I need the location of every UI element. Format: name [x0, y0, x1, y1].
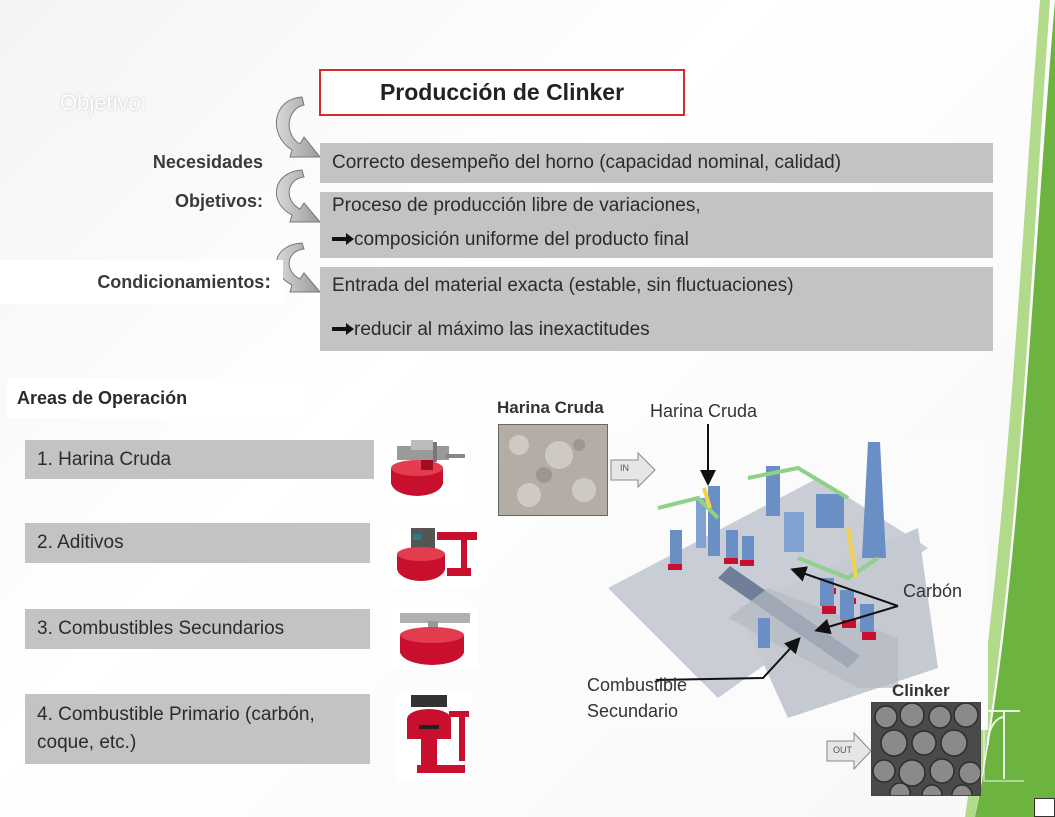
- primary-fuel-equipment-image: [397, 691, 473, 781]
- area-item-label: 2. Aditivos: [37, 532, 124, 553]
- objetivos-line1: Proceso de producción libre de variacion…: [332, 195, 701, 216]
- in-arrow: IN: [610, 451, 656, 489]
- area-item: 2. Aditivos: [25, 523, 370, 563]
- clinker-label: Clinker: [892, 681, 950, 700]
- condicionamientos-colon: :: [264, 270, 271, 293]
- area-item-label: 3. Combustibles Secundarios: [37, 618, 285, 639]
- out-arrow: OUT: [826, 731, 872, 771]
- condicionamientos-line2: reducir al máximo las inexactitudes: [354, 319, 650, 340]
- clinker-plant-diagram: [598, 438, 988, 730]
- area-item-label: 1. Harina Cruda: [37, 448, 172, 470]
- condicionamientos-label: Condicionamientos: [97, 271, 265, 292]
- areas-title-box: Areas de Operación: [7, 378, 307, 418]
- raw-meal-photo-label: Harina Cruda: [497, 398, 604, 417]
- company-logo: [983, 709, 1024, 782]
- condicionamientos-label-box: Condicionamientos:: [0, 260, 283, 304]
- page-title-text: Producción de Clinker: [379, 79, 625, 105]
- area-item: 1. Harina Cruda: [25, 440, 374, 479]
- secondary-fuel-label: Combustible Secundario: [587, 672, 687, 724]
- page-title: Producción de Clinker: [319, 69, 685, 116]
- corner-box: [1034, 798, 1055, 817]
- necesidades-text: Correcto desempeño del horno (capacidad …: [332, 152, 842, 173]
- condicionamientos-box: Entrada del material exacta (estable, si…: [320, 267, 993, 351]
- area-item: 4. Combustible Primario (carbón, coque, …: [25, 694, 370, 764]
- condicionamientos-line1: Entrada del material exacta (estable, si…: [332, 275, 794, 296]
- diagram-pointer-arrows: [655, 424, 899, 681]
- secondary-fuel-equipment-image: [392, 607, 478, 669]
- raw-meal-photo: [498, 424, 608, 516]
- in-label: IN: [620, 463, 629, 473]
- objective-label: Objetivo:: [60, 90, 147, 115]
- green-swoosh-decoration: [965, 0, 1055, 817]
- objetivos-label: Objetivos:: [174, 191, 263, 211]
- additive-equipment-image: [391, 522, 481, 588]
- area-item-label: 4. Combustible Primario (carbón, coque, …: [37, 703, 315, 754]
- out-label: OUT: [833, 745, 852, 755]
- necesidades-label: Necesidades: [152, 152, 263, 172]
- curved-arrow-icon: [276, 96, 322, 293]
- areas-title: Areas de Operación: [17, 387, 188, 408]
- curved-arrows-graphic: [276, 96, 322, 293]
- raw-meal-pointer-label: Harina Cruda: [650, 401, 758, 421]
- right-arrow-icon: [332, 319, 354, 341]
- objetivos-box: Proceso de producción libre de variacion…: [320, 192, 993, 258]
- right-arrow-icon: [332, 229, 354, 251]
- feeder-equipment-image: [387, 438, 469, 504]
- carbon-label: Carbón: [903, 581, 963, 601]
- secondary-fuel-label-line1: Combustible: [587, 675, 688, 695]
- area-item: 3. Combustibles Secundarios: [25, 609, 370, 649]
- necesidades-box: Correcto desempeño del horno (capacidad …: [320, 143, 993, 183]
- secondary-fuel-label-line2: Secundario: [587, 701, 679, 722]
- objetivos-line2: composición uniforme del producto final: [354, 229, 689, 250]
- clinker-photo: [871, 702, 981, 796]
